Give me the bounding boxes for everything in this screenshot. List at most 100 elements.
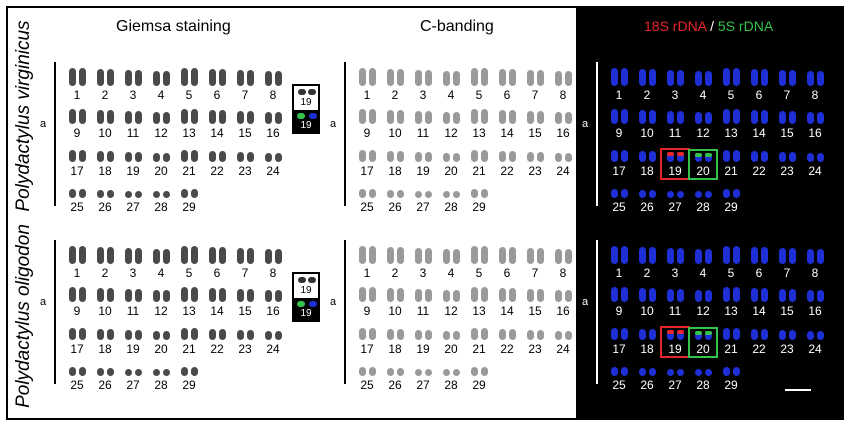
- chromosome-homologs: [690, 331, 716, 340]
- chromosome: [180, 367, 188, 376]
- chromosome-pair: 26: [634, 190, 660, 216]
- chromosome-number: 1: [615, 88, 623, 102]
- chromosome-homologs: [92, 288, 118, 302]
- chromosome-number: 4: [699, 88, 707, 102]
- chromosome: [106, 190, 114, 198]
- chromosome-pair: 16: [550, 290, 576, 320]
- chromosome: [68, 246, 76, 264]
- chromosome-pair: 13: [466, 109, 492, 142]
- inset-signal-dapi: [309, 113, 317, 119]
- chromosome-homologs: [410, 191, 436, 198]
- chromosome-number: 2: [643, 88, 651, 102]
- chromosome-homologs: [746, 110, 772, 124]
- chromosome: [78, 150, 86, 162]
- chromosome-homologs: [550, 153, 576, 162]
- chromosome: [480, 367, 488, 376]
- chromosome-number: 29: [724, 200, 738, 214]
- chromosome: [676, 369, 684, 376]
- chromosome: [218, 151, 226, 162]
- chromosome-pair: 19: [660, 148, 690, 180]
- chromosome: [788, 248, 796, 264]
- chromosome-pair: 6: [204, 247, 230, 282]
- chromosome: [396, 288, 404, 302]
- chromosome: [732, 246, 740, 264]
- chromosome: [554, 249, 562, 264]
- chromosome: [620, 367, 628, 376]
- chromosome-homologs: [148, 71, 174, 86]
- chromosome-number: 10: [98, 304, 112, 318]
- chromosome-homologs: [260, 112, 286, 124]
- chromosome-pair: 9: [64, 287, 90, 320]
- chromosome: [190, 328, 198, 340]
- rdna-5s-signal: [694, 153, 702, 157]
- chromosome-homologs: [774, 70, 800, 86]
- chromosome-number: 11: [668, 126, 682, 140]
- chromosome: [806, 249, 814, 264]
- chromosome-homologs: [466, 189, 492, 198]
- chromosome: [480, 189, 488, 198]
- chromosome-number: 25: [70, 378, 84, 392]
- chromosome: [396, 247, 404, 264]
- chromosome-pair: 13: [176, 287, 202, 320]
- chromosome: [190, 150, 198, 162]
- chromosome-homologs: [746, 329, 772, 340]
- inset-label: 19: [300, 308, 312, 319]
- chromosome-pair: 21: [466, 328, 492, 358]
- chromosome-pair: 5: [718, 68, 744, 104]
- chromosome: [788, 289, 796, 302]
- chromosome-pair: 27: [662, 369, 688, 394]
- chromosome-homologs: [438, 249, 464, 264]
- chromosome: [190, 287, 198, 302]
- chromosome: [732, 287, 740, 302]
- chromosome: [638, 247, 646, 264]
- chromosome-pair: 21: [718, 150, 744, 180]
- rdna-18s-highlight-box: [660, 148, 690, 180]
- chromosome: [162, 331, 170, 340]
- chromosome-number: 21: [472, 164, 486, 178]
- chromosome: [666, 330, 674, 340]
- chromosome-homologs: [550, 71, 576, 86]
- chromosome-homologs: [120, 191, 146, 198]
- chromosome-number: 2: [643, 266, 651, 280]
- chromosome-number: 28: [154, 378, 168, 392]
- chromosome-number: 6: [755, 266, 763, 280]
- chromosome: [610, 150, 618, 162]
- chromosome: [452, 112, 460, 124]
- chromosome-pair: 23: [522, 152, 548, 180]
- chromosome: [694, 191, 702, 198]
- chromosome: [368, 109, 376, 124]
- chromosome-pair: 3: [410, 248, 436, 282]
- chromosome-pair: 7: [232, 248, 258, 282]
- chromosome: [134, 330, 142, 340]
- chromosome: [778, 330, 786, 340]
- chromosome-homologs: [522, 289, 548, 302]
- chromosome-number: 13: [472, 126, 486, 140]
- chromosome: [620, 68, 628, 86]
- chromosome-pair: 19: [410, 330, 436, 358]
- chromosome-pair: 2: [634, 247, 660, 282]
- chromosome-number: 13: [472, 304, 486, 318]
- chromosome: [480, 246, 488, 264]
- chromosome: [564, 331, 572, 340]
- chromosome: [816, 71, 824, 86]
- chromosome-number: 11: [668, 304, 682, 318]
- chromosome-number: 4: [447, 88, 455, 102]
- chromosome-number: 18: [98, 164, 112, 178]
- chromosome-number: 21: [182, 342, 196, 356]
- chromosome-number: 6: [503, 88, 511, 102]
- chromosome-pair: 11: [410, 289, 436, 320]
- chromosome: [124, 289, 132, 302]
- chromosome: [610, 68, 618, 86]
- chromosome-number: 7: [531, 266, 539, 280]
- chromosome-pair: 28: [438, 369, 464, 394]
- inset-label: 19: [300, 97, 312, 108]
- chromosome-pair: 26: [92, 368, 118, 394]
- chromosome: [274, 290, 282, 302]
- chromosome: [124, 111, 132, 124]
- chromosome-number: 17: [360, 164, 374, 178]
- chromosome: [676, 152, 684, 162]
- chromosome: [424, 248, 432, 264]
- chromosome: [750, 247, 758, 264]
- chromosome: [732, 189, 740, 198]
- inset-chromatid: [298, 89, 306, 95]
